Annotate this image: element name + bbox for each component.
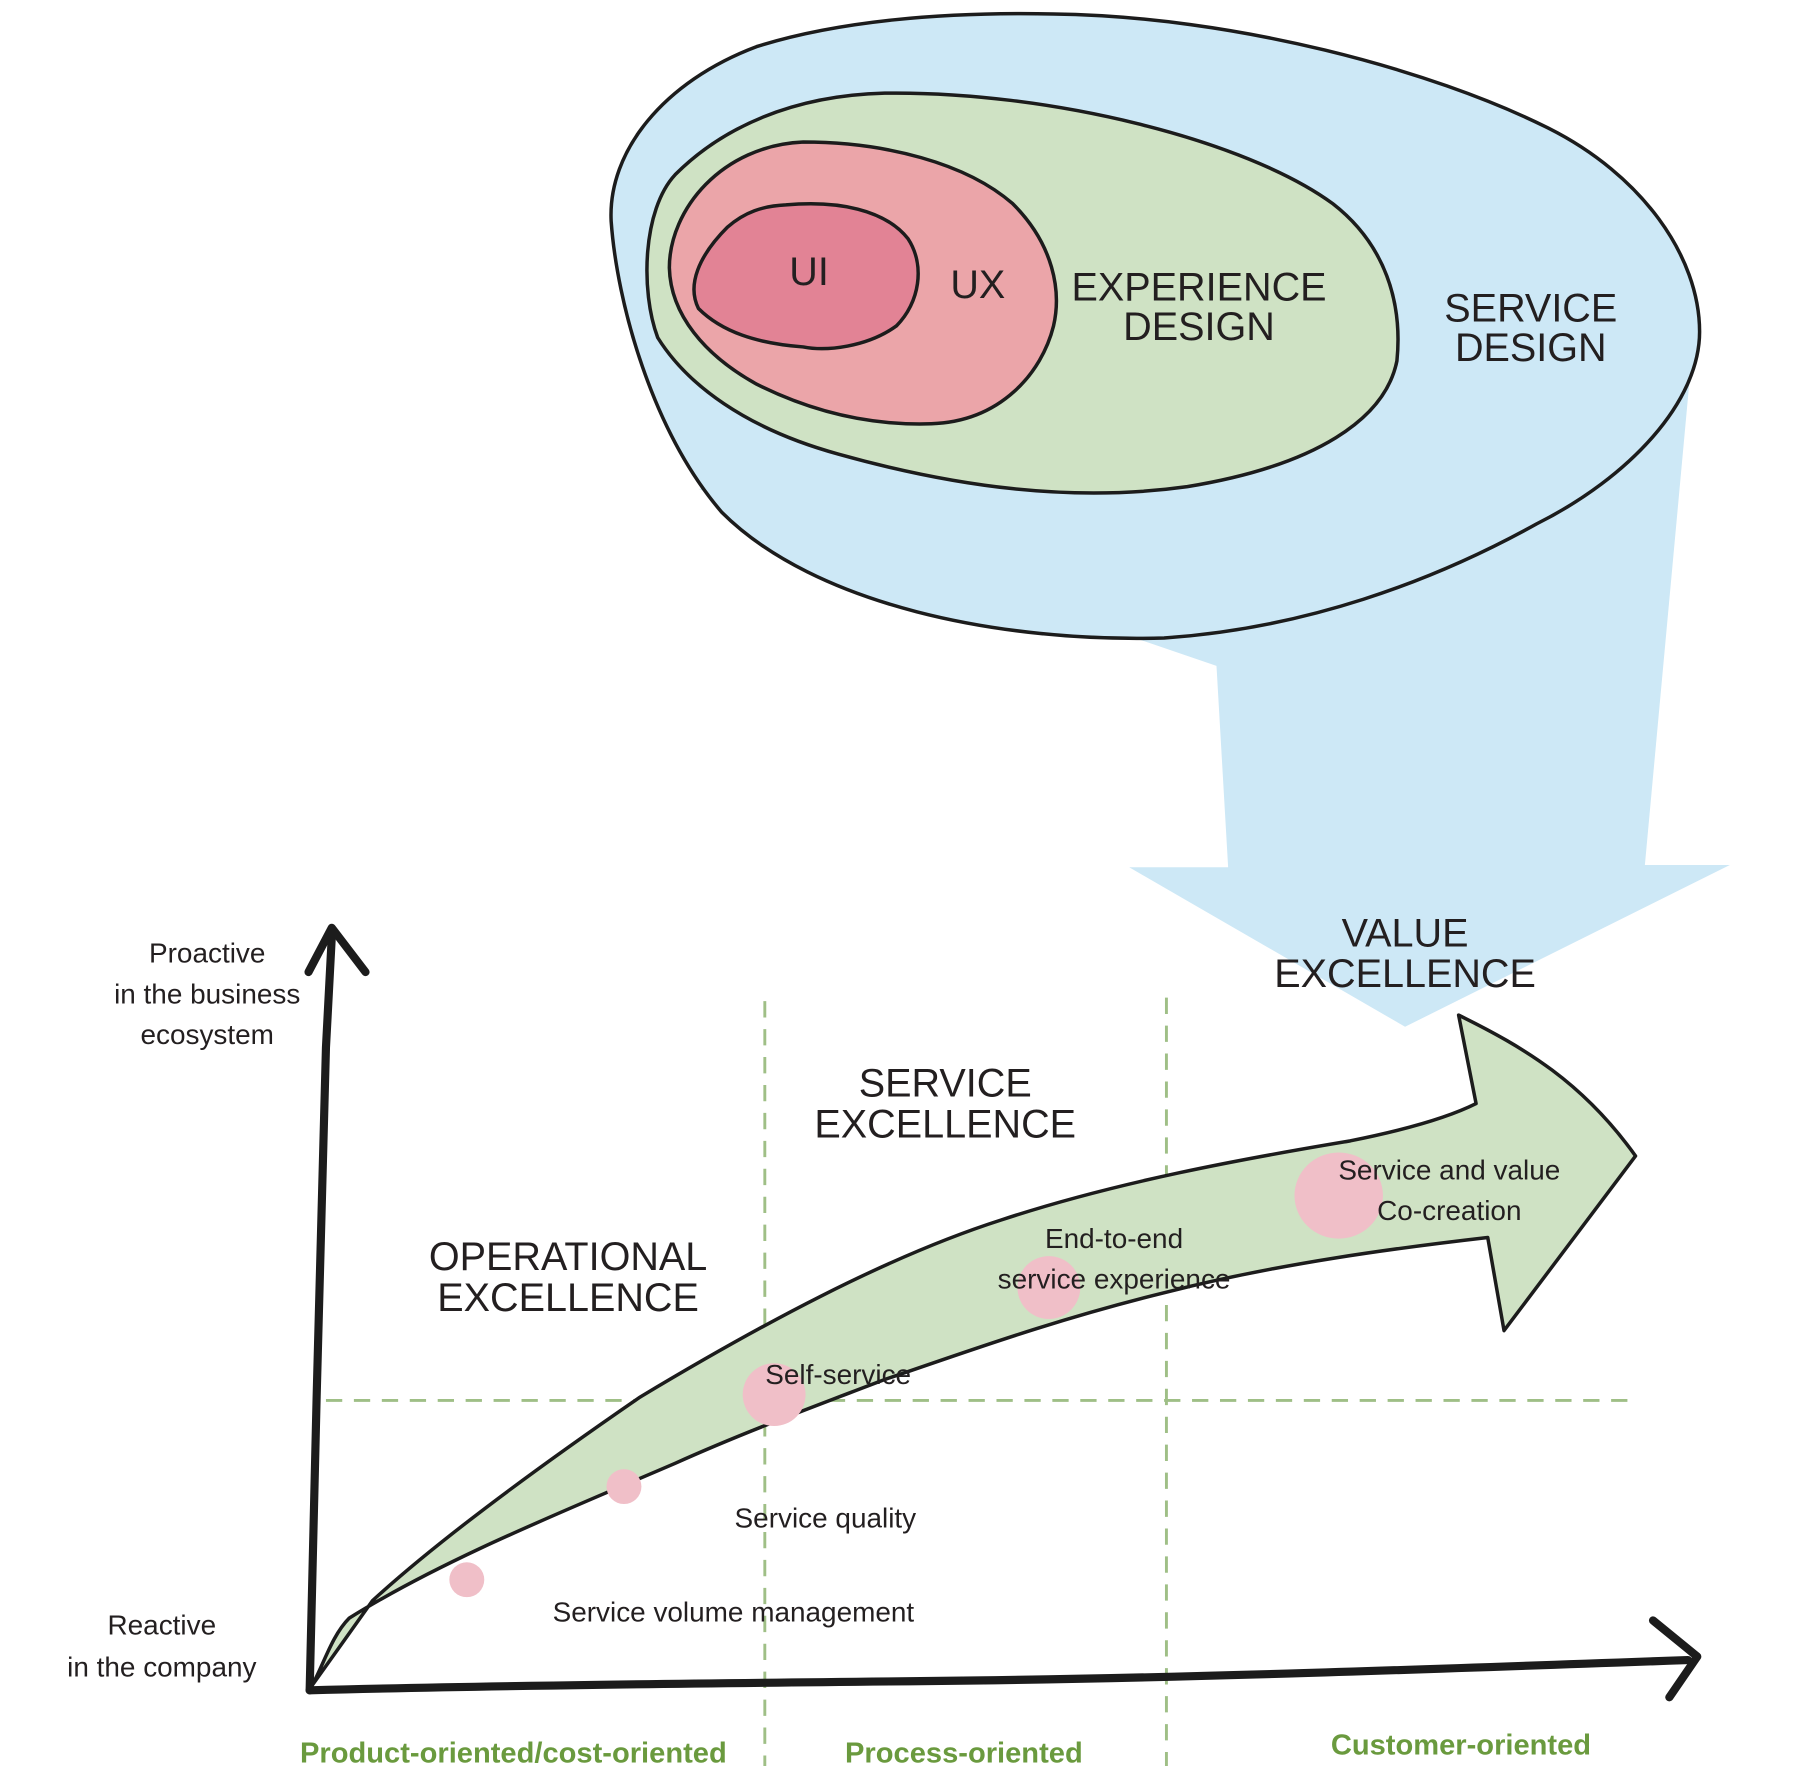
x-category-process: Process-oriented	[845, 1737, 1083, 1766]
service-design-label-line2: DESIGN	[1455, 326, 1607, 370]
y-axis-bottom-label-line2: in the company	[67, 1651, 256, 1682]
ux-label: UX	[950, 263, 1005, 307]
milestone-dots	[449, 1152, 1383, 1598]
ui-label: UI	[789, 250, 829, 294]
operational-excellence-label-line1: OPERATIONAL	[429, 1235, 707, 1279]
y-axis-bottom-label-line1: Reactive	[107, 1609, 216, 1640]
service-design-label-line1: SERVICE	[1444, 286, 1617, 330]
x-category-product: Product-oriented/cost-oriented	[300, 1737, 727, 1766]
grid-lines	[325, 997, 1630, 1766]
value-excellence-label-line1: VALUE	[1342, 911, 1469, 955]
milestone-dot-quality	[606, 1469, 642, 1505]
milestone-dot-volume	[449, 1562, 485, 1598]
ui-area	[692, 202, 920, 351]
service-excellence-label-line1: SERVICE	[859, 1062, 1032, 1106]
x-axis	[305, 1655, 1693, 1695]
milestone-label-co-creation-line2: Co-creation	[1377, 1195, 1521, 1226]
experience-design-label-line1: EXPERIENCE	[1072, 265, 1327, 309]
milestone-label-end-to-end-line1: End-to-end	[1045, 1223, 1183, 1254]
x-category-customer: Customer-oriented	[1331, 1729, 1591, 1761]
y-axis-top-label-line3: ecosystem	[140, 1019, 273, 1050]
y-axis-top-label-line2: in the business	[114, 978, 300, 1009]
operational-excellence-label-line2: EXCELLENCE	[437, 1276, 699, 1320]
y-axis-top-label-line1: Proactive	[149, 938, 265, 969]
y-axis-arrowhead	[304, 923, 370, 977]
milestone-label-end-to-end-line2: service experience	[998, 1264, 1231, 1295]
x-axis-arrowhead	[1648, 1616, 1702, 1702]
experience-design-label-line2: DESIGN	[1123, 305, 1275, 349]
milestone-label-volume: Service volume management	[553, 1597, 915, 1628]
milestone-dot-self-service	[742, 1363, 806, 1427]
axes	[304, 923, 1702, 1702]
milestone-label-co-creation-line1: Service and value	[1338, 1154, 1560, 1185]
milestone-dot-end-to-end	[1017, 1256, 1081, 1319]
value-excellence-label-line2: EXCELLENCE	[1274, 952, 1536, 996]
milestone-dot-co-creation	[1294, 1152, 1383, 1239]
y-axis	[305, 933, 336, 1695]
milestone-label-quality: Service quality	[735, 1502, 917, 1533]
milestone-label-self-service: Self-service	[765, 1359, 911, 1390]
service-excellence-label-line2: EXCELLENCE	[814, 1102, 1076, 1146]
